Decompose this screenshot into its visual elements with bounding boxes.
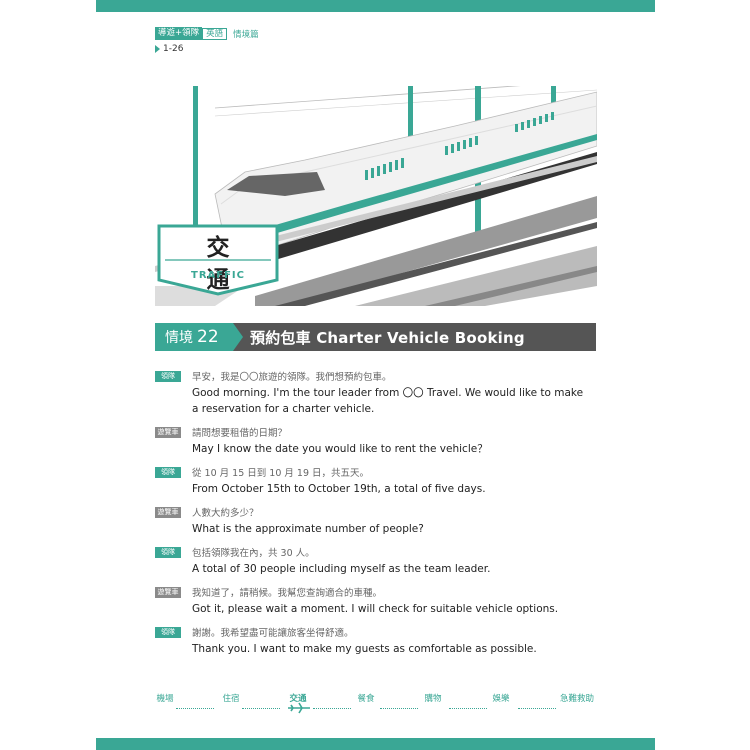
nav-item-emergency[interactable]: 急難救助	[559, 694, 594, 704]
speaker-tag: 遊覽車	[155, 507, 181, 518]
nav-divider	[518, 708, 556, 710]
footer-navigation: 機場 住宿 交通 餐食 購物 娛樂 急難救助	[150, 692, 600, 722]
speaker-tag: 領隊	[155, 371, 181, 382]
speaker-tag: 領隊	[155, 627, 181, 638]
nav-divider	[380, 708, 418, 710]
traffic-badge-frame	[157, 224, 279, 296]
top-accent-bar	[96, 0, 655, 12]
scene-number: 22	[197, 327, 219, 347]
badge-subtitle: TRAFFIC	[191, 270, 245, 281]
tag-section: 情境篇	[233, 29, 259, 40]
dialogue-line: 遊覽車 我知道了，請稍候。我幫您查詢適合的車種。 Got it, please …	[155, 585, 605, 617]
dialogue-line: 遊覽車 人數大約多少？ What is the approximate numb…	[155, 505, 605, 537]
dialogue-english: Got it, please wait a moment. I will che…	[192, 603, 559, 615]
dialogue-english: Good morning. I'm the tour leader from 〇…	[192, 387, 584, 415]
dialogue-english: Thank you. I want to make my guests as c…	[192, 643, 537, 655]
nav-divider	[449, 708, 487, 710]
train-illustration	[155, 86, 597, 306]
dialogue-line: 領隊 包括領隊我在內，共 30 人。 A total of 30 people …	[155, 545, 605, 577]
dialogue-chinese: 從 10 月 15 日到 10 月 19 日，共五天。	[192, 468, 370, 479]
dialogue-chinese: 包括領隊我在內，共 30 人。	[192, 548, 315, 559]
nav-item-lodging[interactable]: 住宿	[222, 694, 240, 704]
badge-title: 交通	[206, 235, 256, 293]
speaker-tag: 領隊	[155, 547, 181, 558]
dialogue-chinese: 謝謝。我希望盡可能讓旅客坐得舒適。	[192, 628, 354, 639]
scene-title: 預約包車 Charter Vehicle Booking	[250, 328, 525, 347]
scene-label: 情境 22	[155, 323, 233, 351]
dialogue-english: May I know the date you would like to re…	[192, 443, 488, 455]
nav-item-traffic[interactable]: 交通	[289, 694, 307, 704]
dialogue-english: From October 15th to October 19th, a tot…	[192, 483, 486, 495]
nav-item-meals[interactable]: 餐食	[357, 694, 375, 704]
dialogue-line: 遊覽車 請問想要租借的日期？ May I know the date you w…	[155, 425, 605, 457]
dialogue-chinese: 我知道了，請稍候。我幫您查詢適合的車種。	[192, 588, 383, 599]
dialogue-chinese: 早安，我是〇〇旅遊的領隊。我們想預約包車。	[192, 372, 392, 383]
speaker-tag: 領隊	[155, 467, 181, 478]
nav-divider	[242, 708, 280, 710]
audio-track[interactable]: 1-26	[155, 44, 183, 54]
nav-divider	[313, 708, 351, 710]
dialogue-english: What is the approximate number of people…	[192, 523, 424, 535]
dialogue-line: 領隊 早安，我是〇〇旅遊的領隊。我們想預約包車。 Good morning. I…	[155, 369, 605, 415]
dialogue-line: 領隊 謝謝。我希望盡可能讓旅客坐得舒適。 Thank you. I want t…	[155, 625, 605, 657]
nav-item-entertainment[interactable]: 娛樂	[492, 694, 510, 704]
airplane-icon	[288, 702, 310, 714]
scene-label-text: 情境	[165, 330, 193, 346]
header-tags: 導遊+領隊 英語 情境篇	[155, 27, 259, 40]
nav-item-airport[interactable]: 機場	[156, 694, 174, 704]
tag-language: 英語	[202, 27, 228, 40]
track-number: 1-26	[163, 44, 184, 54]
speaker-tag: 遊覽車	[155, 427, 181, 438]
dialogue-line: 領隊 從 10 月 15 日到 10 月 19 日，共五天。 From Octo…	[155, 465, 605, 497]
nav-item-shopping[interactable]: 購物	[424, 694, 442, 704]
dialogue-english: A total of 30 people including myself as…	[192, 563, 491, 575]
speaker-tag: 遊覽車	[155, 587, 181, 598]
tag-guide: 導遊+領隊	[155, 27, 203, 40]
bottom-accent-bar	[96, 738, 655, 750]
dialogue-chinese: 人數大約多少？	[192, 508, 259, 519]
dialogue-chinese: 請問想要租借的日期？	[192, 428, 288, 439]
scene-arrow	[233, 323, 243, 351]
play-icon	[155, 45, 160, 53]
nav-divider	[176, 708, 214, 710]
